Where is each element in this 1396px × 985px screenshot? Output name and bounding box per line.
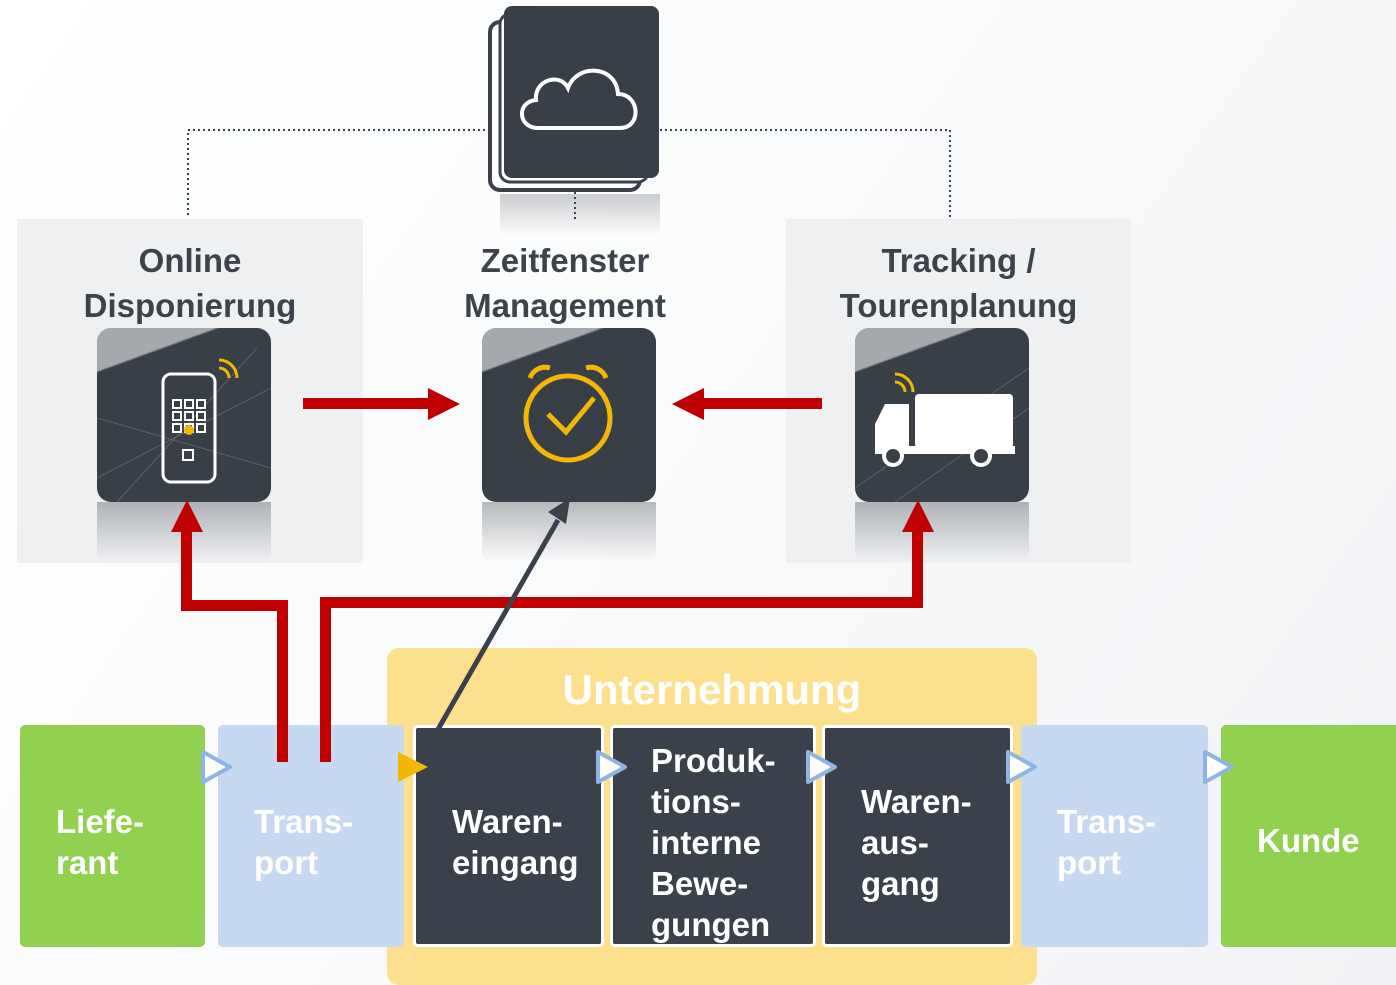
chevron-3 — [596, 750, 627, 784]
label-tracking-tourenplanung: Tracking / Tourenplanung — [839, 242, 1078, 324]
phone-calendar-icon — [97, 347, 271, 502]
dotted-connector-right — [660, 129, 951, 218]
process-label-kunde: Kunde — [1257, 822, 1360, 859]
cloud-icon — [488, 6, 659, 192]
process-label-transport-in: Trans- port — [254, 803, 354, 881]
process-label-lieferant: Liefe- rant — [56, 803, 145, 881]
zeitfenster-tile-reflection — [482, 502, 656, 562]
process-label-produktion: Produk- tions- interne Bewe- gungen — [651, 742, 776, 943]
process-box-transport-in: Trans- port — [218, 725, 404, 947]
arrow-wareneingang-zeitfenster — [422, 498, 570, 754]
arrow-tracking-to-zeitfenster — [672, 388, 822, 420]
process-box-wareneingang: Waren- eingang — [413, 725, 604, 947]
truck-icon — [855, 367, 1029, 502]
arrow-transport-to-tracking — [320, 500, 934, 762]
company-title: Unternehmung — [562, 666, 862, 713]
process-label-warenausgang: Waren- aus- gang — [861, 783, 972, 902]
tracking-tile-reflection — [855, 502, 1029, 562]
tracking-tourenplanung-tile — [855, 328, 1029, 502]
process-label-transport-out: Trans- port — [1057, 803, 1157, 881]
label-online-disponierung: Online Disponierung — [83, 242, 297, 324]
chevron-2-yellow — [398, 752, 428, 782]
process-box-kunde: Kunde — [1221, 725, 1396, 947]
chevron-1 — [201, 750, 232, 784]
process-box-transport-out: Trans- port — [1021, 725, 1208, 947]
arrow-transport-to-online — [171, 500, 288, 762]
process-box-lieferant: Liefe- rant — [20, 725, 205, 947]
zeitfenster-management-tile — [482, 328, 656, 502]
process-label-wareneingang: Waren- eingang — [452, 803, 579, 881]
process-box-produktion: Produk- tions- interne Bewe- gungen — [610, 725, 816, 947]
arrow-online-to-zeitfenster — [303, 388, 460, 420]
chevron-4 — [806, 750, 837, 784]
chevron-5 — [1006, 750, 1037, 784]
label-zeitfenster-management: Zeitfenster Management — [464, 242, 666, 324]
chevron-6 — [1203, 750, 1234, 784]
process-box-warenausgang: Waren- aus- gang — [822, 725, 1013, 947]
cloud-book — [488, 6, 660, 192]
online-disponierung-tile — [97, 328, 271, 502]
cloud-book-reflection — [500, 194, 660, 236]
alarm-clock-check-icon — [523, 364, 613, 463]
dotted-connector-left — [187, 129, 490, 218]
